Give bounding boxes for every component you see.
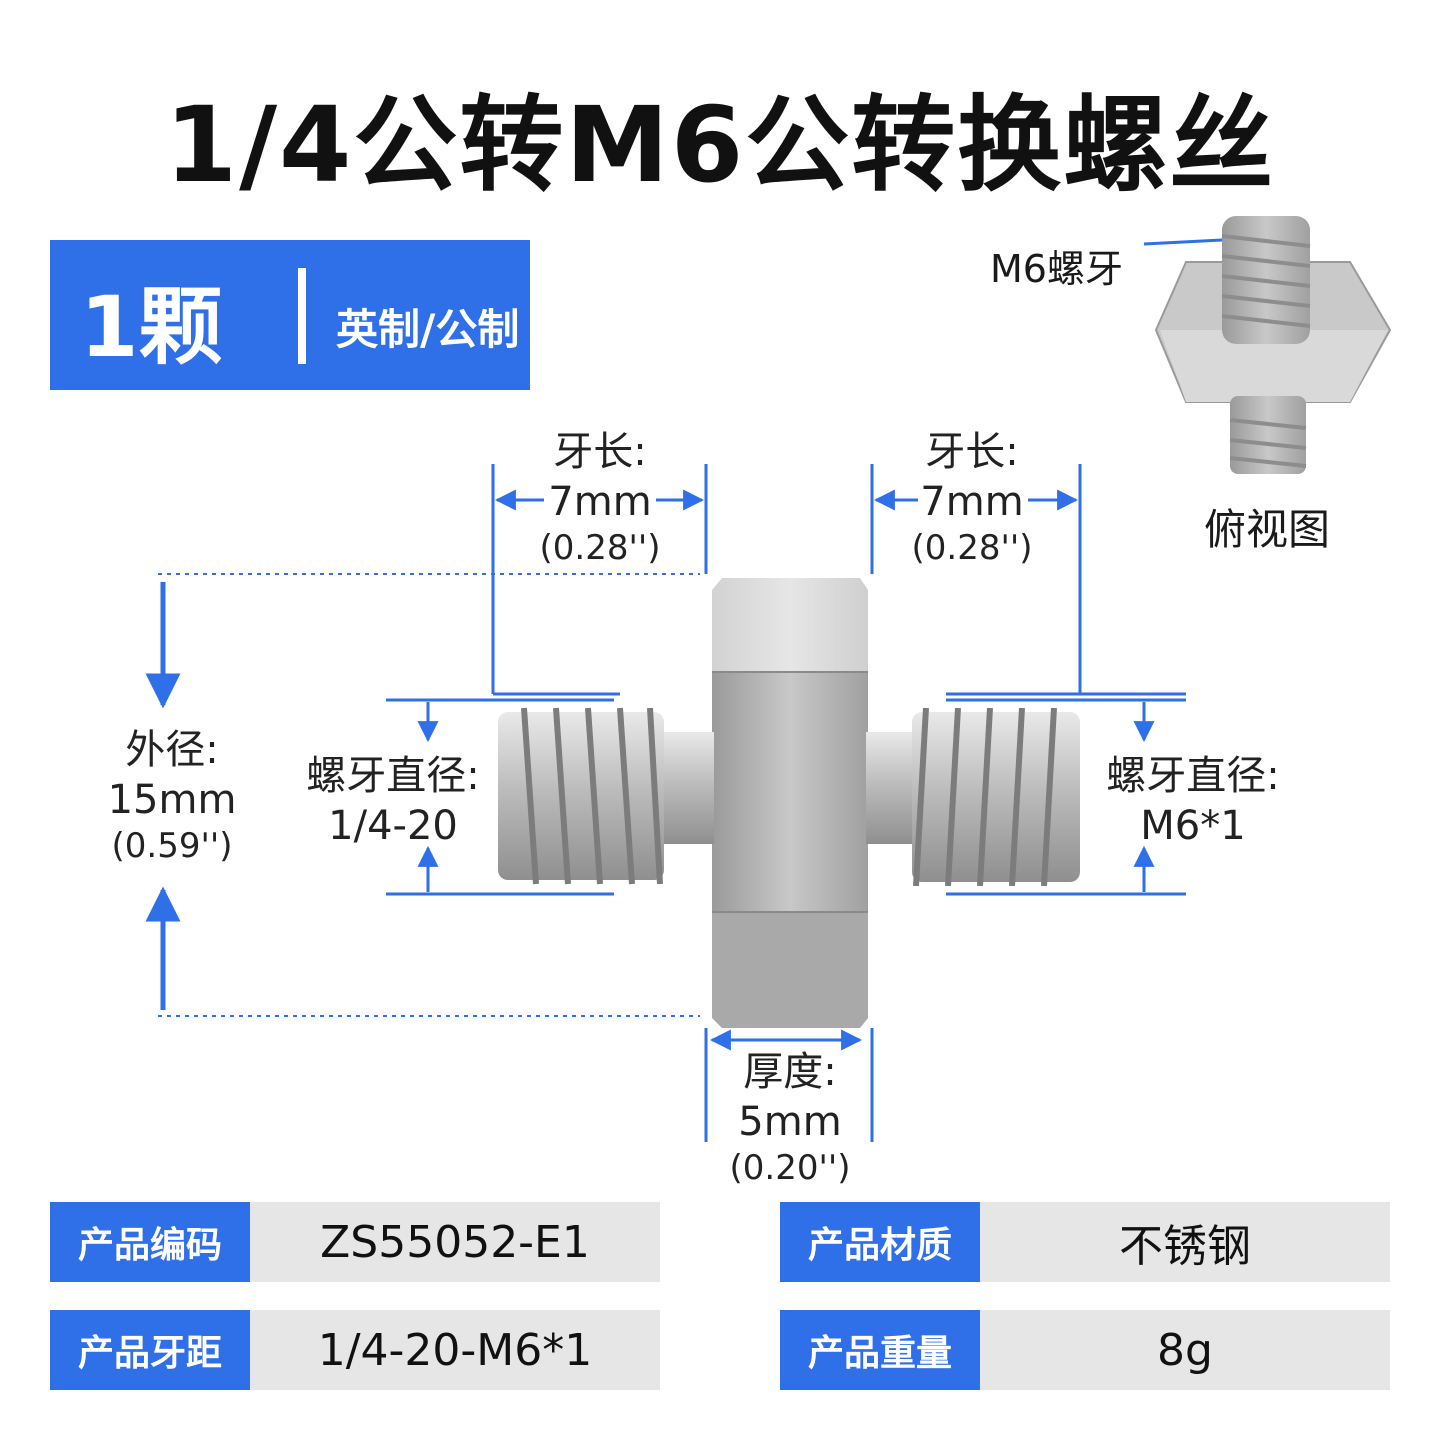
spec-key-weight: 产品重量 (780, 1310, 980, 1390)
thickness: 厚度: 5mm (0.20'') (710, 1046, 870, 1190)
spec-value-weight: 8g (980, 1310, 1390, 1390)
right-thread (866, 707, 1080, 887)
thickness-label: 厚度: (743, 1049, 837, 1095)
page-title: 1/4公转M6公转换螺丝 (164, 84, 1276, 206)
top-view-caption: 俯视图 (1204, 505, 1331, 554)
spec-value-material: 不锈钢 (980, 1202, 1390, 1282)
left-thread-length-inch: (0.28'') (539, 528, 661, 568)
quantity-label: 1颗 (80, 278, 223, 376)
hex-nut (712, 578, 868, 1028)
thickness-inch: (0.20'') (729, 1148, 851, 1188)
badge-divider (298, 268, 306, 364)
quantity-badge: 1颗 英制/公制 (50, 240, 530, 390)
right-thread-diameter: 螺牙直径: M6*1 (1090, 750, 1296, 850)
top-view-thread-label: M6螺牙 (990, 247, 1123, 291)
right-thread-diameter-value: M6*1 (1140, 803, 1246, 849)
left-thread-diameter-label: 螺牙直径: (306, 753, 480, 799)
thickness-mm: 5mm (738, 1099, 842, 1145)
left-thread-diameter: 螺牙直径: 1/4-20 (290, 750, 496, 850)
outer-diameter-mm: 15mm (107, 777, 237, 823)
left-thread-diameter-value: 1/4-20 (328, 803, 458, 849)
right-thread-length-label: 牙长: (925, 429, 1019, 475)
spec-key-code: 产品编码 (50, 1202, 250, 1282)
top-view-render (1143, 216, 1392, 474)
left-thread (498, 707, 714, 885)
outer-diameter-label: 外径: (125, 727, 219, 773)
spec-value-pitch: 1/4-20-M6*1 (250, 1310, 660, 1390)
spec-value-code: ZS55052-E1 (250, 1202, 660, 1282)
spec-key-pitch: 产品牙距 (50, 1310, 250, 1390)
right-thread-length-mm: 7mm (920, 479, 1024, 525)
left-thread-length: 牙长: 7mm (0.28'') (520, 426, 680, 570)
left-thread-length-label: 牙长: (553, 429, 647, 475)
outer-diameter-inch: (0.59'') (111, 826, 233, 866)
dimension-lines (145, 464, 1186, 1142)
spec-key-material: 产品材质 (780, 1202, 980, 1282)
standard-label: 英制/公制 (336, 305, 520, 354)
right-thread-length-inch: (0.28'') (911, 528, 1033, 568)
outer-diameter: 外径: 15mm (0.59'') (92, 724, 252, 868)
left-thread-length-mm: 7mm (548, 479, 652, 525)
right-thread-length: 牙长: 7mm (0.28'') (892, 426, 1052, 570)
right-thread-diameter-label: 螺牙直径: (1106, 753, 1280, 799)
